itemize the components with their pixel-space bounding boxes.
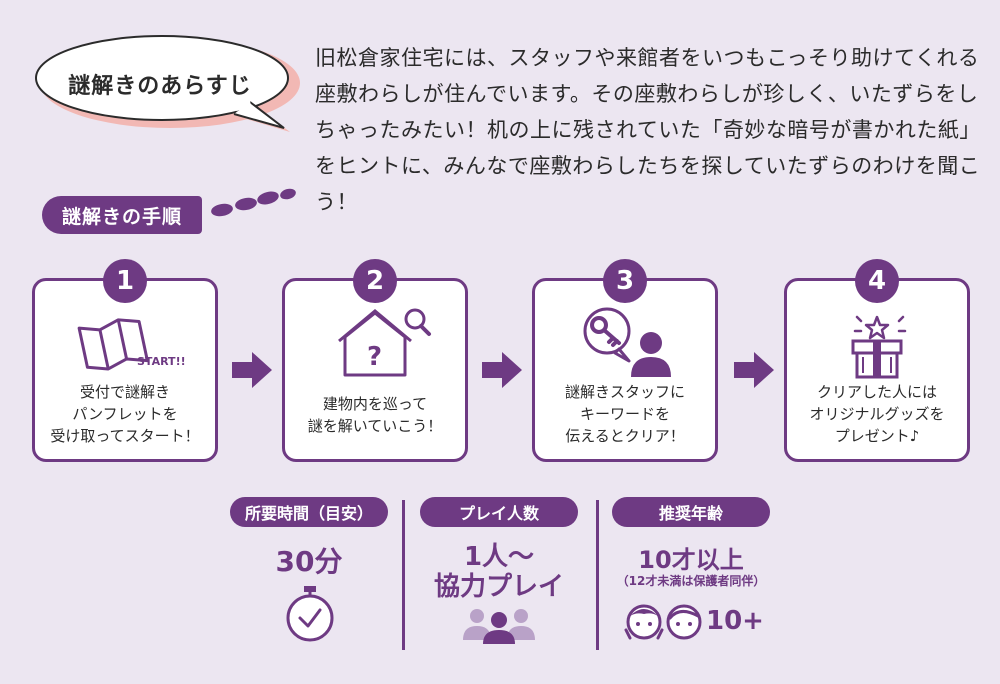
step-text: 受付で謎解き パンフレットを 受け取ってスタート！ [50,383,200,445]
story-text: 旧松倉家住宅には、スタッフや来館者をいつもこっそり助けてくれる座敷わらしが住んで… [315,46,981,214]
house-search-icon: ? [338,308,431,377]
age-label: 推奨年齢 [612,497,770,527]
step-text: 謎解きスタッフに キーワードを 伝えるとクリア！ [564,383,685,445]
step-card-2: 2 ? 建物内を巡って 謎を解いていこう！ [282,259,468,462]
people-icon [463,609,535,644]
gift-box-icon [851,315,907,379]
step-card-3: 3 謎解きスタッフに キーワードを 伝えるとクリア！ [532,259,718,462]
step-number: 4 [855,259,899,303]
stopwatch-icon [286,586,334,642]
age-value: 10才以上 [638,546,744,574]
step-number: 2 [353,259,397,303]
speech-bubble-icon [35,35,300,132]
question-mark: ? [367,342,382,372]
step-number: 3 [603,259,647,303]
children-icon [624,604,702,640]
map-icon: START!! [77,318,185,371]
procedure-label: 謎解きの手順 [42,196,202,234]
players-value-line1: 1人～ [463,542,535,572]
start-badge: START!! [137,355,185,368]
footprints-icon [211,188,296,217]
age-note: （12才未満は保護者同伴） [616,574,766,588]
age-badge: 10+ [706,606,764,636]
players-value-line2: 協力プレイ [433,572,564,602]
arrow-right-icon [734,352,774,388]
synopsis-title: 謎解きのあらすじ [68,74,252,99]
arrow-right-icon [232,352,272,388]
arrow-right-icon [482,352,522,388]
divider [596,500,599,650]
key-person-icon [583,307,671,377]
players-label: プレイ人数 [420,497,578,527]
step-text: 建物内を巡って 謎を解いていこう！ [307,395,443,435]
time-value: 30分 [275,545,343,578]
step-card-4: 4 クリアした人には オリジナルグッズを プレゼント♪ [784,259,970,462]
step-number: 1 [103,259,147,303]
time-label: 所要時間（目安） [230,497,388,527]
step-text: クリアした人には オリジナルグッズを プレゼント♪ [809,383,945,445]
step-card-1: 1 START!! 受付で謎解き パンフレットを 受け取ってスタート！ [32,259,218,462]
divider [402,500,405,650]
